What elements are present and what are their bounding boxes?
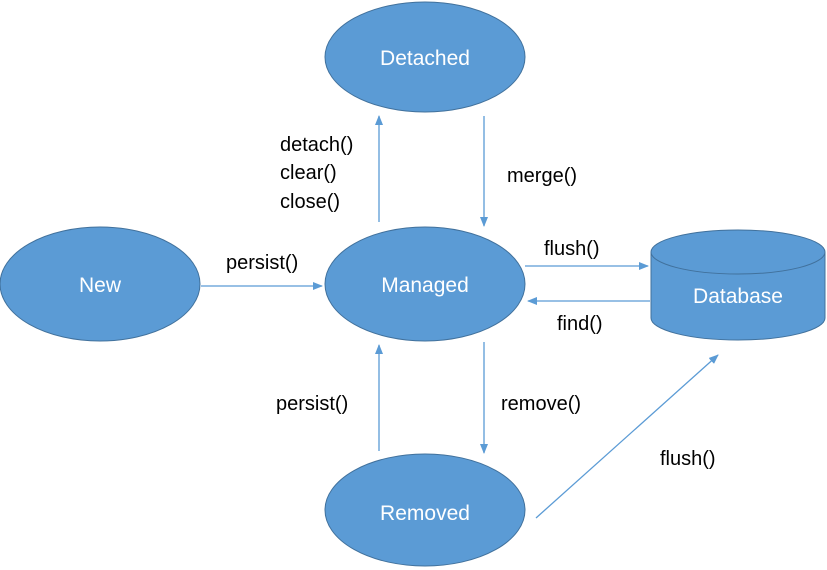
label-clear: clear() [280, 162, 337, 184]
label-merge: merge() [507, 165, 577, 187]
label-flush-managed: flush() [544, 238, 600, 260]
label-persist-new: persist() [226, 252, 298, 274]
label-close: close() [280, 191, 340, 213]
node-managed-label: Managed [381, 274, 469, 297]
arrow-removed-to-database [535, 354, 719, 519]
node-detached: Detached [324, 1, 526, 113]
node-database: Database [650, 229, 826, 341]
node-detached-label: Detached [380, 47, 470, 70]
label-remove: remove() [501, 393, 581, 415]
label-detach: detach() [280, 134, 353, 156]
node-removed-label: Removed [380, 502, 470, 525]
node-removed: Removed [324, 453, 526, 567]
label-find: find() [557, 313, 603, 335]
label-flush-removed: flush() [660, 448, 716, 470]
node-managed: Managed [324, 226, 526, 342]
label-persist-removed: persist() [276, 393, 348, 415]
node-new: New [0, 226, 201, 342]
node-database-label: Database [693, 285, 783, 308]
label-managed-to-detached: detach() clear() close() [280, 134, 353, 213]
node-new-label: New [79, 274, 122, 297]
